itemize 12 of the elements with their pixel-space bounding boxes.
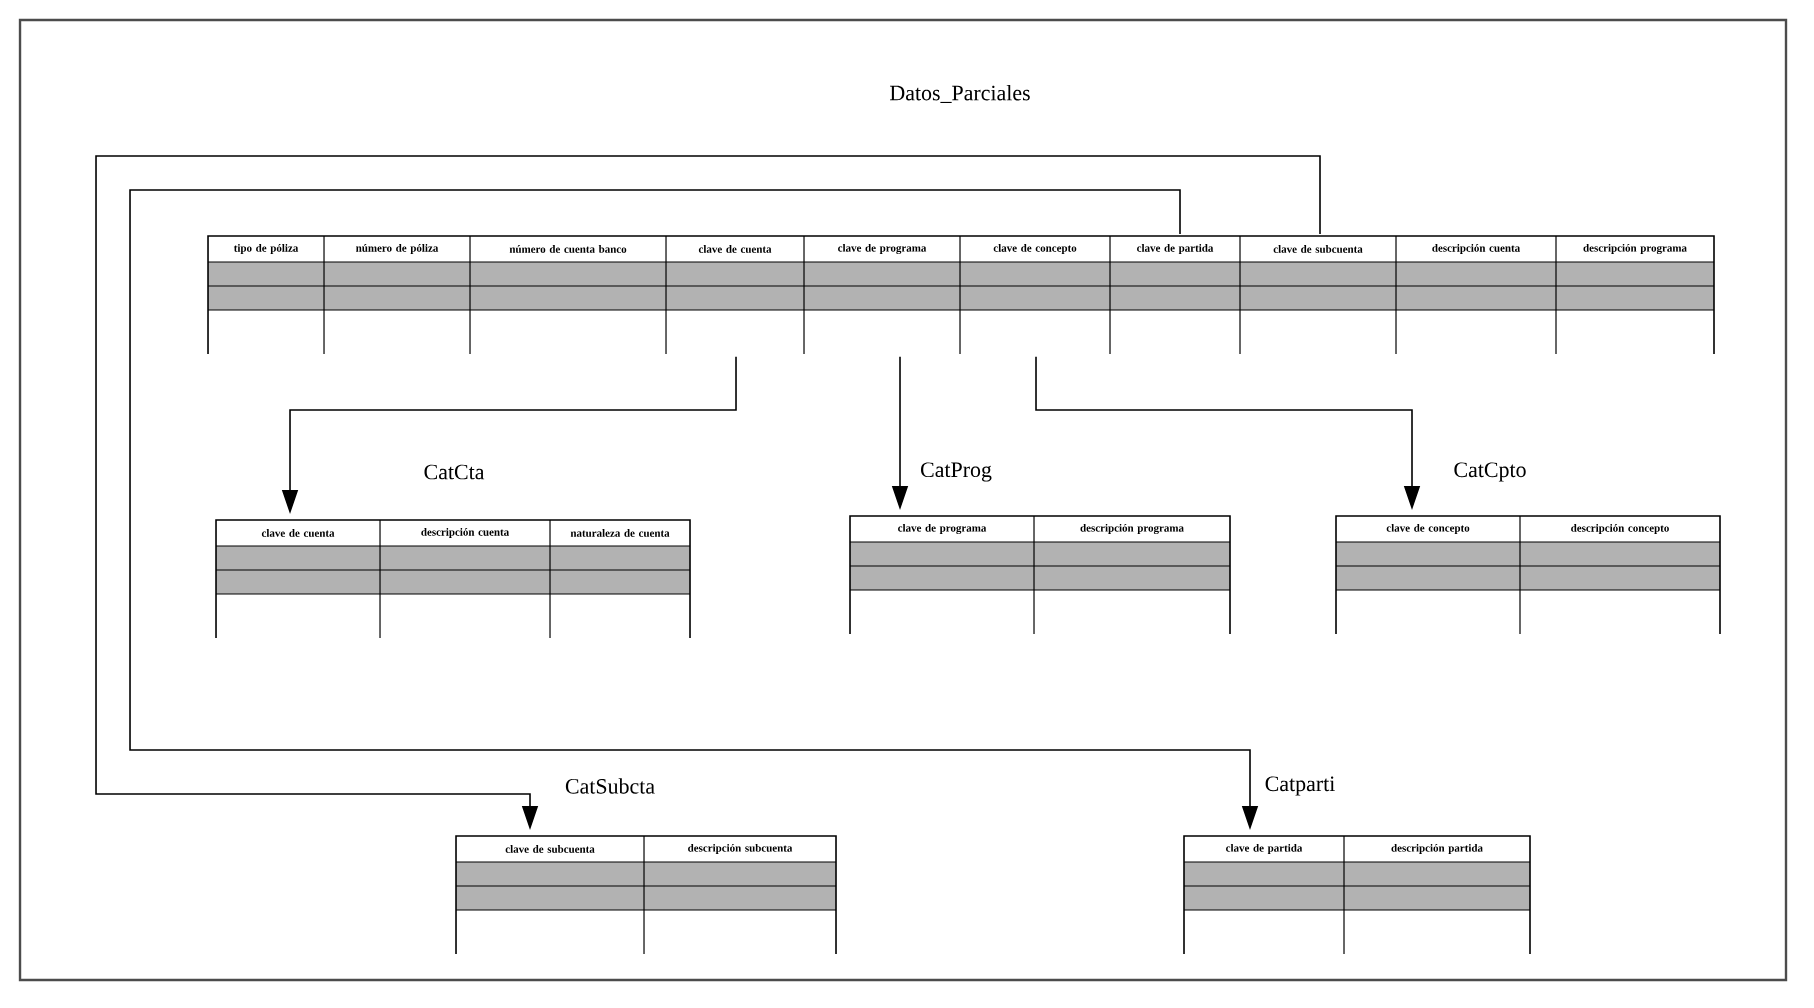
table-title: CatSubcta xyxy=(565,778,655,794)
table xyxy=(455,778,837,955)
table-title: Datos_Parciales xyxy=(890,85,1030,103)
table xyxy=(1335,462,1721,635)
table-title: Catparti xyxy=(1265,776,1335,796)
table-title: CatCta xyxy=(424,464,485,480)
table xyxy=(215,464,691,639)
table xyxy=(207,85,1715,355)
table xyxy=(849,462,1231,635)
table-title: CatCpto xyxy=(1454,462,1526,482)
table-title: CatProg xyxy=(921,462,992,482)
table xyxy=(1183,776,1531,955)
